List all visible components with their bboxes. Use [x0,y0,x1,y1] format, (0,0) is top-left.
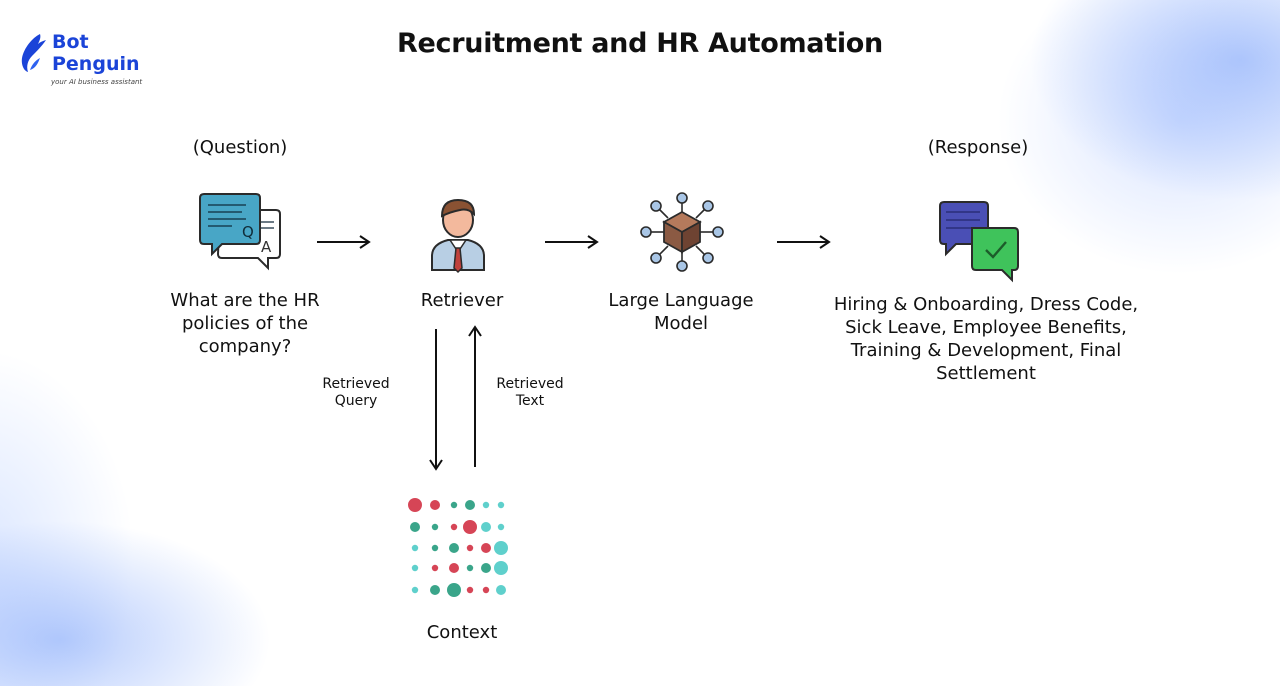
response-tag: (Response) [927,137,1029,158]
context-dot [411,586,419,594]
context-dot [496,585,506,595]
context-dot [466,544,474,552]
page-title: Recruitment and HR Automation [397,28,883,59]
context-dot [481,543,491,553]
context-dot [431,564,439,572]
context-dot [463,520,477,534]
context-dot [431,544,439,552]
llm-network-icon [640,192,724,272]
context-dot [466,586,474,594]
context-dot [450,501,458,509]
context-dot [449,543,459,553]
context-dot [494,541,508,555]
arrow-llm-to-response [777,235,831,249]
context-dot [411,544,419,552]
logo-name-line1: Bot [52,31,89,53]
retriever-person-icon [431,198,485,274]
context-dot [482,501,490,509]
arrow-retriever-to-context [429,329,443,471]
brand-logo [20,30,150,90]
retrieved-query-label: Retrieved Query [322,376,390,409]
context-dot [408,498,422,512]
context-dot [482,586,490,594]
arrow-retriever-to-llm [545,235,599,249]
context-label: Context [426,622,498,643]
context-dot [494,561,508,575]
qa-chat-icon: A Q [199,193,281,271]
llm-label: Large Language Model [608,290,754,334]
context-dot [430,500,440,510]
context-dot [481,563,491,573]
arrow-context-to-retriever [468,325,482,467]
context-dot [450,523,458,531]
svg-text:A: A [261,238,272,256]
svg-text:Q: Q [242,223,254,241]
context-dot [410,522,420,532]
context-dot [411,564,419,572]
retriever-label: Retriever [420,290,504,311]
logo-tagline: your AI business assistant [51,78,143,86]
question-tag: (Question) [192,137,288,158]
retrieved-text-label: Retrieved Text [496,376,564,409]
context-dot [465,500,475,510]
context-dot [431,523,439,531]
context-dot [449,563,459,573]
context-dot [481,522,491,532]
penguin-logo-icon [21,34,46,72]
question-label: What are the HR policies of the company? [170,290,320,357]
context-dot [497,523,505,531]
context-dot [497,501,505,509]
logo-name-line2: Penguin [52,53,140,75]
response-chat-icon [939,201,1019,283]
context-dots-icon [408,498,508,597]
context-dot [466,564,474,572]
context-dot [447,583,461,597]
response-label: Hiring & Onboarding, Dress Code, Sick Le… [833,294,1139,384]
context-dot [430,585,440,595]
arrow-question-to-retriever [317,235,371,249]
